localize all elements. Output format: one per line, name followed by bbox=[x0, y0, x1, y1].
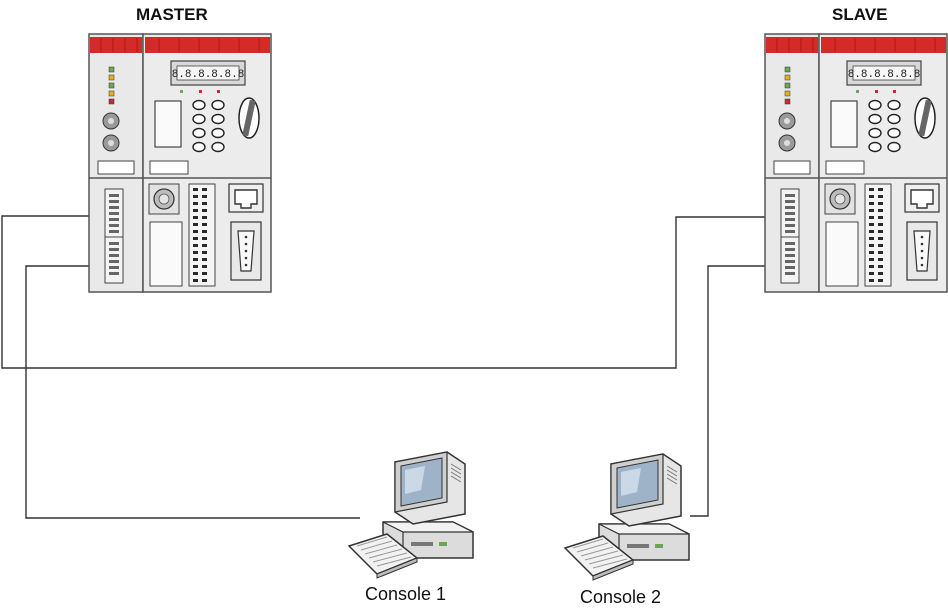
console-1-label: Console 1 bbox=[365, 584, 447, 604]
console-2-computer bbox=[564, 453, 690, 581]
console-1-computer bbox=[348, 451, 474, 579]
slave-console2-cable bbox=[690, 265, 766, 517]
master-plc: 8.8.8.8.8.8 bbox=[88, 33, 272, 293]
master-console1-cable bbox=[25, 265, 360, 519]
master-plc-display: 8.8.8.8.8.8 bbox=[172, 69, 245, 81]
master-slave-cable bbox=[1, 215, 766, 369]
slave-plc: 8.8.8.8.8.8 bbox=[764, 33, 948, 293]
slave-plc-display: 8.8.8.8.8.8 bbox=[848, 69, 921, 81]
console-2-label: Console 2 bbox=[580, 587, 662, 607]
master-label: MASTER bbox=[136, 5, 208, 24]
slave-label: SLAVE bbox=[832, 5, 888, 24]
